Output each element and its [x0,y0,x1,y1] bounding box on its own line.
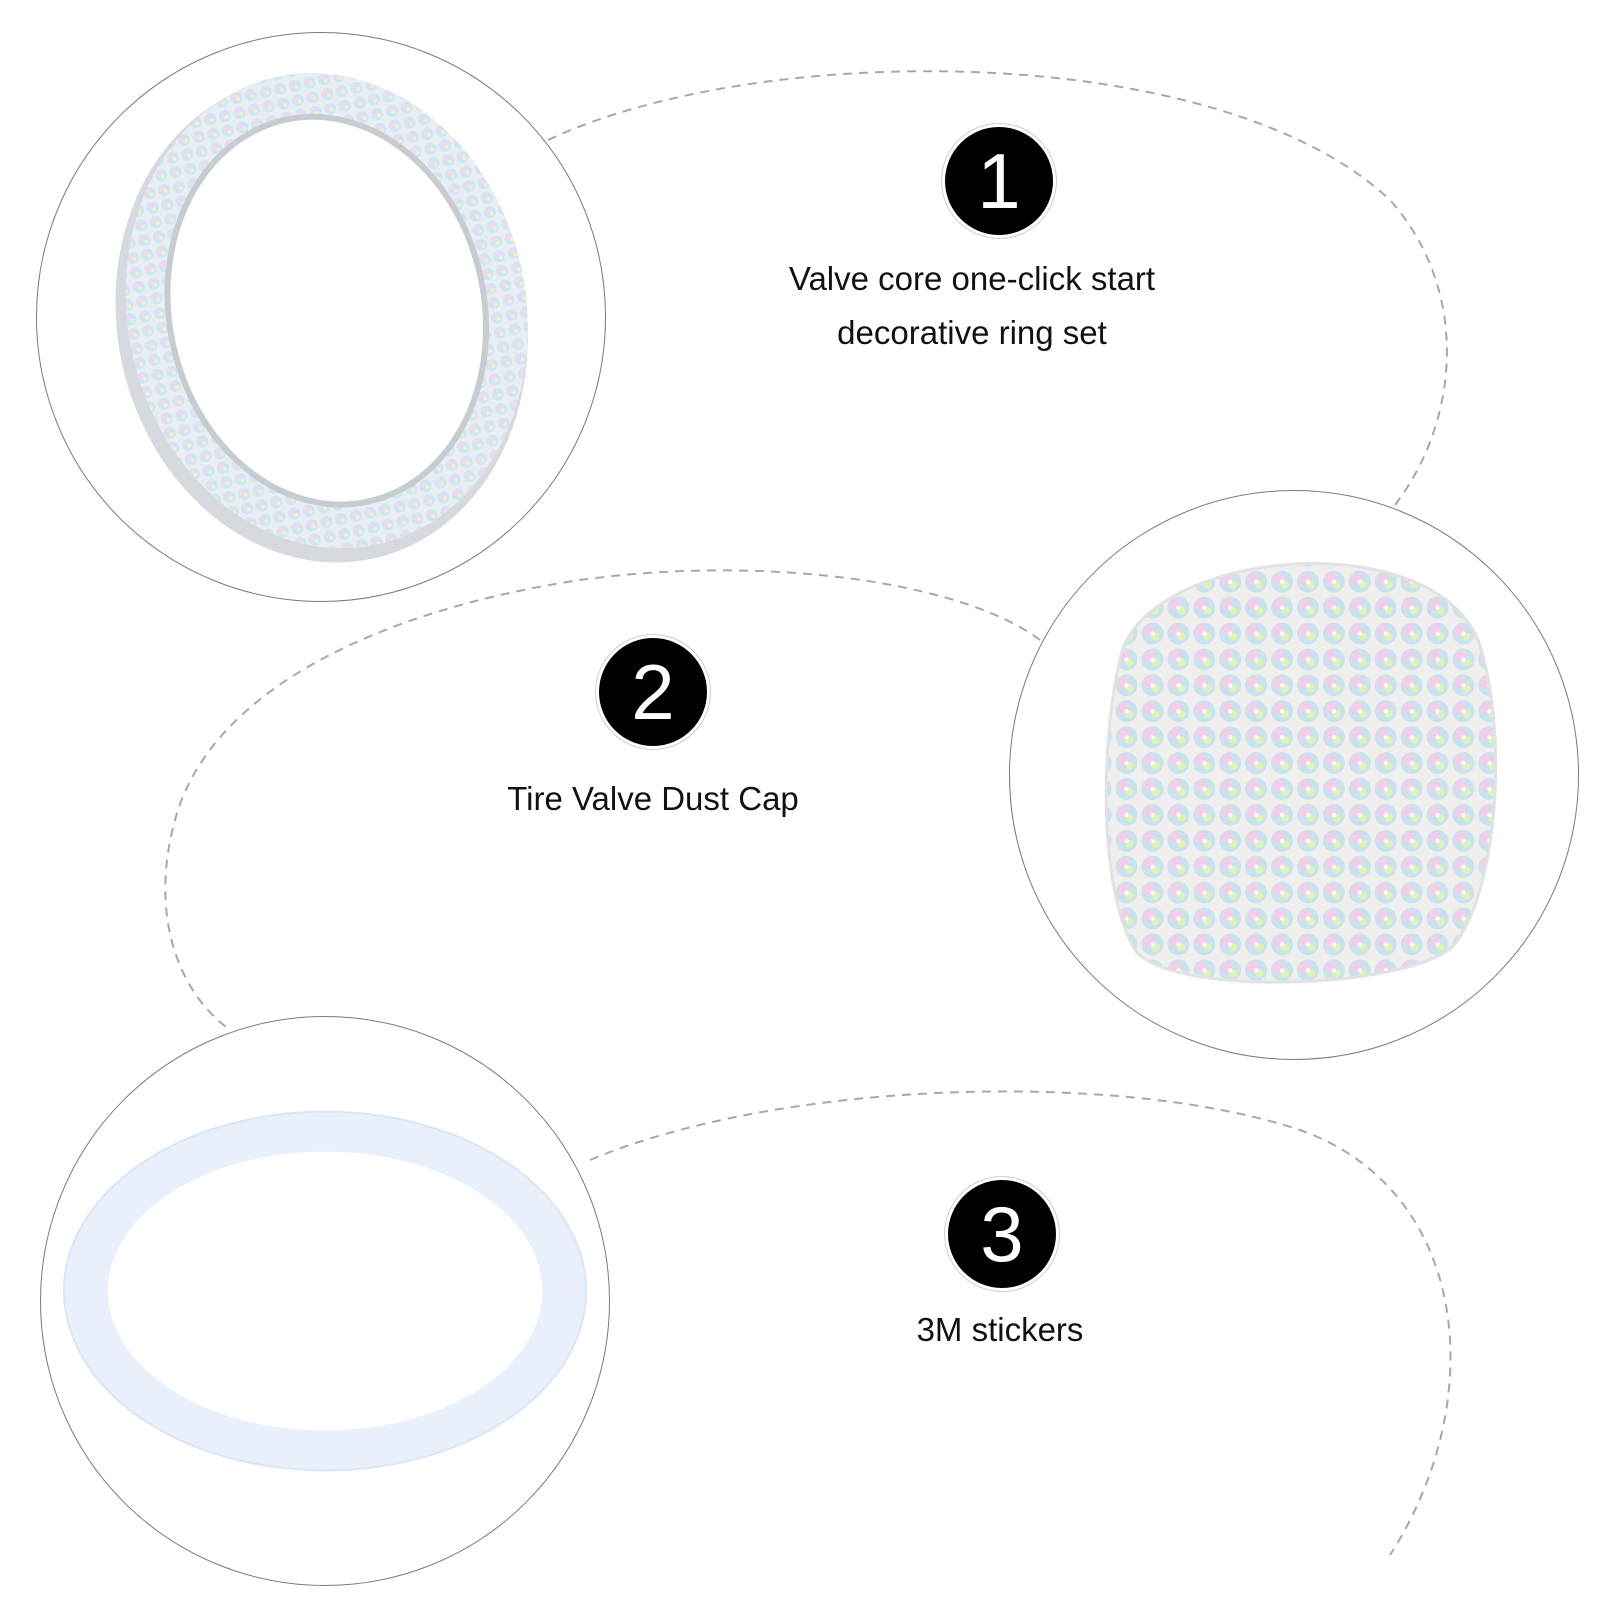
caption-3-line-1: 3M stickers [916,1311,1084,1348]
number-badge-2: 2 [599,638,707,746]
number-badge-1: 1 [945,127,1053,235]
number-badge-3: 3 [948,1180,1056,1288]
connector-arc-2 [164,569,1041,1031]
photo-circle-2 [1009,490,1579,1060]
photo-circle-1 [36,32,606,602]
caption-2: Tire Valve Dust Cap [443,772,863,826]
caption-1-line-2: decorative ring set [837,314,1107,351]
photo-circle-3 [40,1016,610,1586]
rhinestone-dust-cap-icon [1104,562,1498,984]
caption-2-line-1: Tire Valve Dust Cap [507,780,799,817]
caption-1: Valve core one-click start decorative ri… [732,252,1212,360]
adhesive-ring-icon [62,1110,588,1472]
connector-arc-3 [589,1090,1452,1556]
caption-3: 3M stickers [850,1303,1150,1357]
caption-1-line-1: Valve core one-click start [788,260,1156,297]
connector-arc-1 [547,70,1448,506]
rhinestone-ring-icon [115,73,528,563]
